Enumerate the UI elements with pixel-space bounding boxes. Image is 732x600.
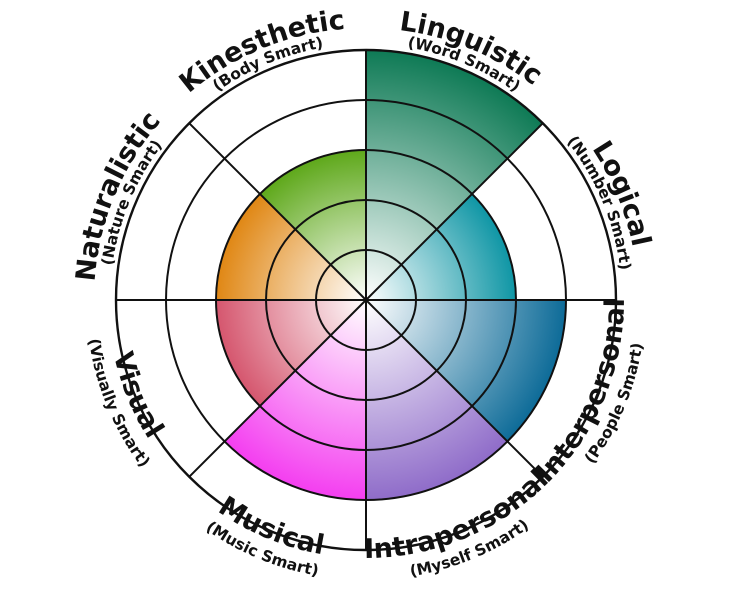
segment-logical — [366, 193, 516, 300]
grid-layer — [114, 48, 618, 552]
grid-spoke-6 — [188, 299, 367, 478]
label-naturalistic: Naturalistic(Nature Smart) — [71, 106, 167, 283]
grid-spoke-4 — [365, 299, 544, 478]
segment-linguistic — [366, 50, 543, 300]
segment-interpersonal — [366, 300, 566, 442]
segment-musical — [224, 300, 366, 500]
label-musical: Musical(Music Smart) — [203, 491, 327, 580]
segment-kinesthetic — [259, 150, 366, 300]
segments-layer — [215, 50, 566, 500]
segment-naturalistic — [215, 193, 366, 300]
segment-intrapersonal — [366, 300, 508, 500]
label-visual: Visual(Visually Smart) — [85, 337, 170, 470]
grid-spoke-8 — [188, 122, 367, 301]
label-kinesthetic: Kinesthetic(Body Smart) — [174, 5, 347, 99]
segment-visual — [215, 300, 366, 407]
grid-spoke-2 — [365, 122, 544, 301]
